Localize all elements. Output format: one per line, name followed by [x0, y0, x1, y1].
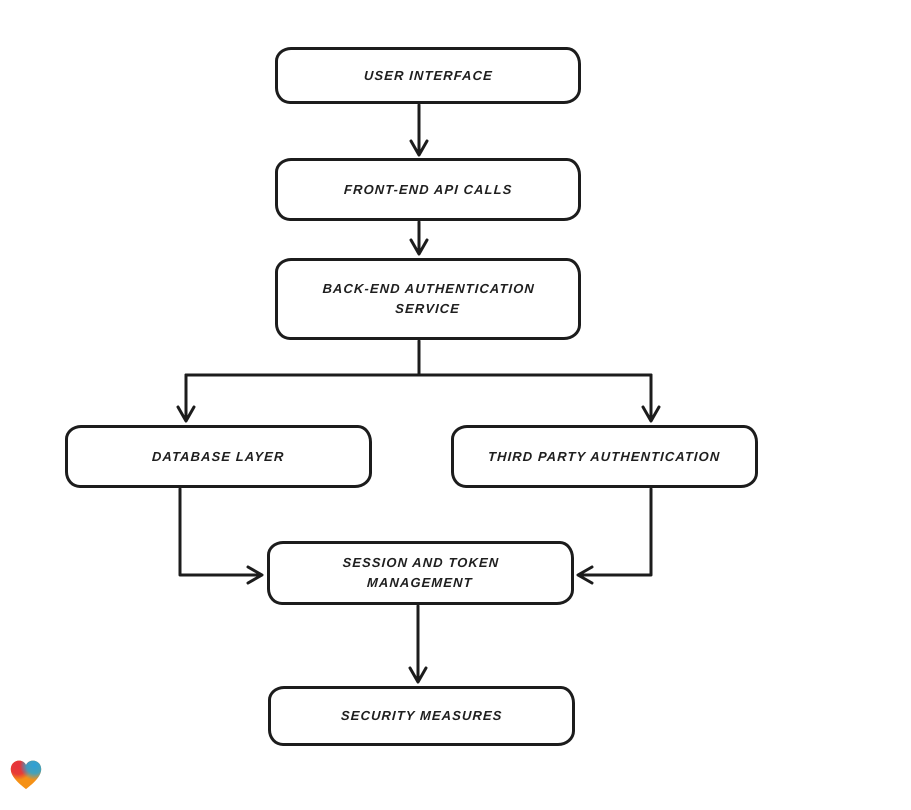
node-label: DATABASE LAYER — [151, 448, 286, 464]
node-database-layer[interactable]: DATABASE LAYER — [65, 425, 372, 488]
node-label: SESSION AND TOKEN MANAGEMENT — [342, 555, 500, 590]
node-security-measures[interactable]: SECURITY MEASURES — [268, 686, 575, 746]
edge-database-to-session — [178, 487, 264, 585]
edge-backend-branch — [176, 339, 661, 423]
node-label: BACK-END AUTHENTICATION SERVICE — [321, 281, 536, 316]
node-back-end-authentication-service[interactable]: BACK-END AUTHENTICATION SERVICE — [275, 258, 581, 340]
node-label: THIRD PARTY AUTHENTICATION — [487, 448, 722, 464]
node-user-interface[interactable]: USER INTERFACE — [275, 47, 581, 104]
node-label: SECURITY MEASURES — [340, 708, 503, 723]
heart-gradient-icon — [10, 760, 42, 790]
node-label: USER INTERFACE — [363, 67, 493, 83]
edge-frontend-to-backend — [409, 220, 429, 256]
node-session-and-token-management[interactable]: SESSION AND TOKEN MANAGEMENT — [267, 541, 574, 605]
brand-watermark[interactable] — [8, 757, 44, 793]
edge-thirdparty-to-session — [576, 487, 653, 585]
edge-session-to-security — [408, 604, 428, 684]
edge-user-to-frontend — [409, 103, 429, 157]
node-third-party-authentication[interactable]: THIRD PARTY AUTHENTICATION — [451, 425, 758, 488]
node-label: FRONT-END API CALLS — [343, 181, 513, 197]
node-front-end-api-calls[interactable]: FRONT-END API CALLS — [275, 158, 581, 221]
